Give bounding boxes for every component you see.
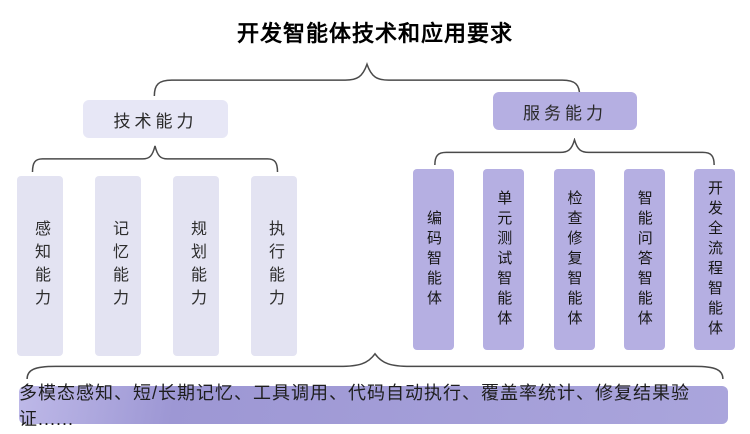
brace-service-icon [432, 138, 717, 165]
capability-label: 执行能力 [266, 220, 283, 312]
group-header-service-label: 服务能力 [523, 103, 607, 123]
capability-column-planning: 规划能力 [173, 176, 219, 356]
service-agent-columns: 编码智能体 单元测试智能体 检查修复智能体 智能问答智能体 开发全流程智能体 [413, 169, 735, 350]
agent-column-qa: 智能问答智能体 [623, 169, 665, 350]
tech-capability-columns: 感知能力 记忆能力 规划能力 执行能力 [17, 176, 297, 356]
agent-label: 智能问答智能体 [635, 189, 653, 330]
brace-tech-icon [30, 144, 280, 172]
group-header-tech-label: 技术能力 [113, 111, 198, 131]
agent-column-coding: 编码智能体 [413, 169, 454, 350]
group-header-tech: 技术能力 [83, 100, 228, 138]
capability-column-memory: 记忆能力 [95, 176, 141, 356]
diagram-title: 开发智能体技术和应用要求 [236, 21, 513, 46]
agent-label: 编码智能体 [425, 209, 442, 310]
capability-column-execution: 执行能力 [251, 176, 297, 356]
brace-bottom-icon [20, 352, 730, 379]
summary-bar-text: 多模态感知、短/长期记忆、工具调用、代码自动执行、覆盖率统计、修复结果验证...… [19, 383, 690, 429]
group-header-service: 服务能力 [493, 92, 637, 130]
agent-column-check-fix: 检查修复智能体 [553, 169, 595, 350]
capability-label: 记忆能力 [110, 220, 127, 312]
agent-column-unit-test: 单元测试智能体 [483, 169, 525, 350]
agent-label: 单元测试智能体 [495, 189, 513, 330]
brace-top-icon [150, 62, 584, 96]
capability-label: 感知能力 [32, 220, 49, 312]
summary-bar: 多模态感知、短/长期记忆、工具调用、代码自动执行、覆盖率统计、修复结果验证...… [19, 383, 728, 429]
agent-label: 检查修复智能体 [565, 189, 583, 330]
capability-column-perception: 感知能力 [17, 176, 63, 356]
agent-label: 开发全流程智能体 [706, 179, 723, 340]
capability-label: 规划能力 [188, 220, 205, 312]
agent-column-full-process: 开发全流程智能体 [694, 169, 735, 350]
